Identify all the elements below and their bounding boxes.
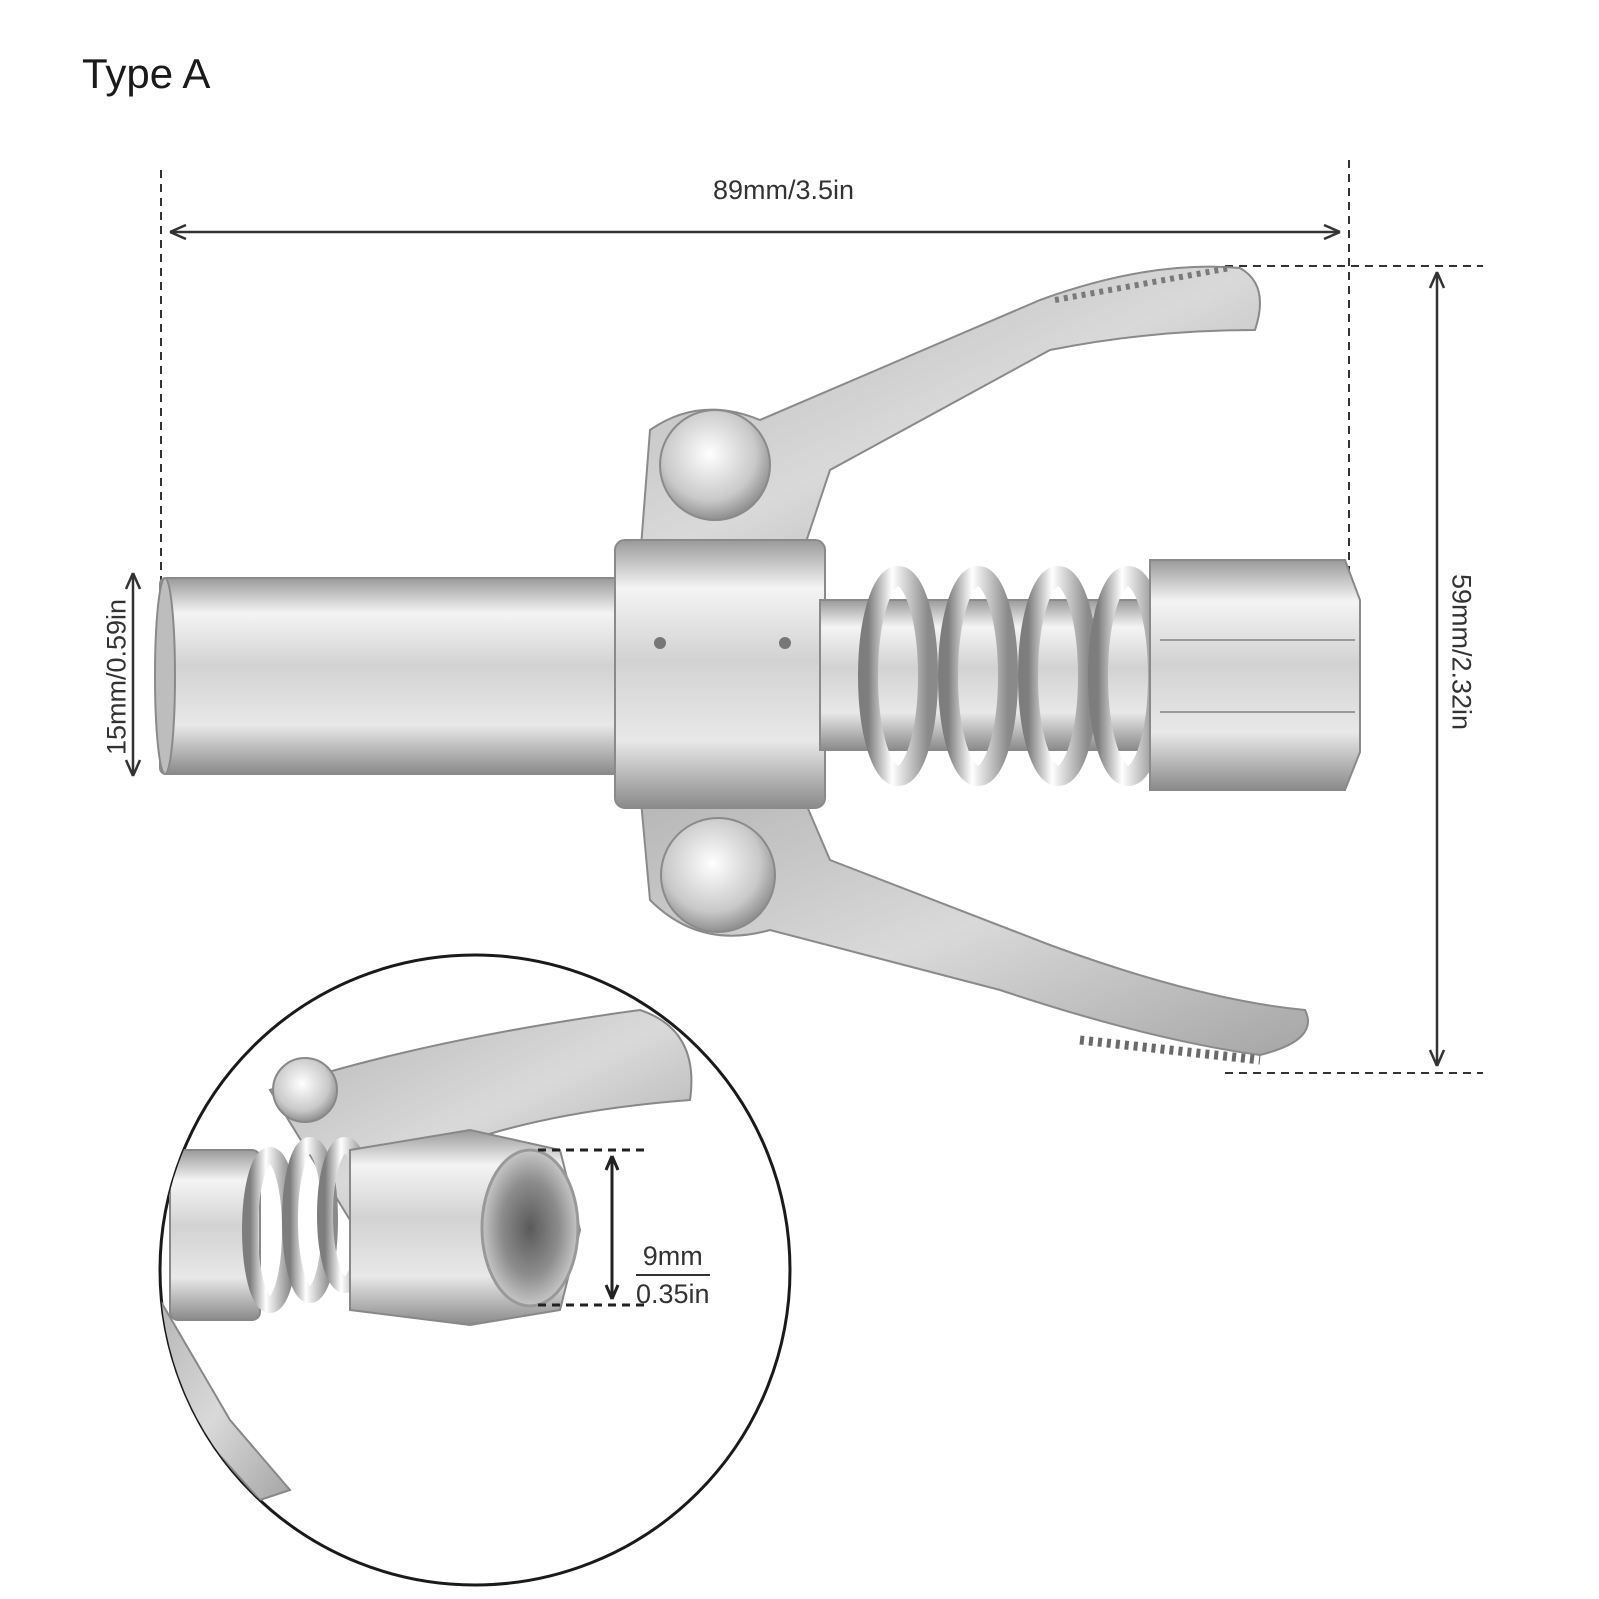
upper-jaw [638, 265, 1261, 561]
thread-diameter-in: 0.35in [636, 1279, 710, 1309]
product-type-title: Type A [82, 50, 211, 97]
hex-nut [1149, 559, 1361, 791]
thread-diameter-label: 9mm 0.35in [636, 1238, 710, 1312]
overall-height-label: 59mm/2.32in [1446, 573, 1477, 731]
tube-diameter-label: 15mm/0.59in [101, 598, 132, 756]
dimension-lines [124, 160, 1483, 1074]
collar [614, 539, 826, 809]
lower-jaw [638, 789, 1309, 1065]
thread-diameter-mm: 9mm [636, 1238, 710, 1276]
overall-length-label: 89mm/3.5in [713, 175, 855, 205]
coupler-tube [154, 577, 631, 775]
detail-inset [158, 953, 792, 1587]
